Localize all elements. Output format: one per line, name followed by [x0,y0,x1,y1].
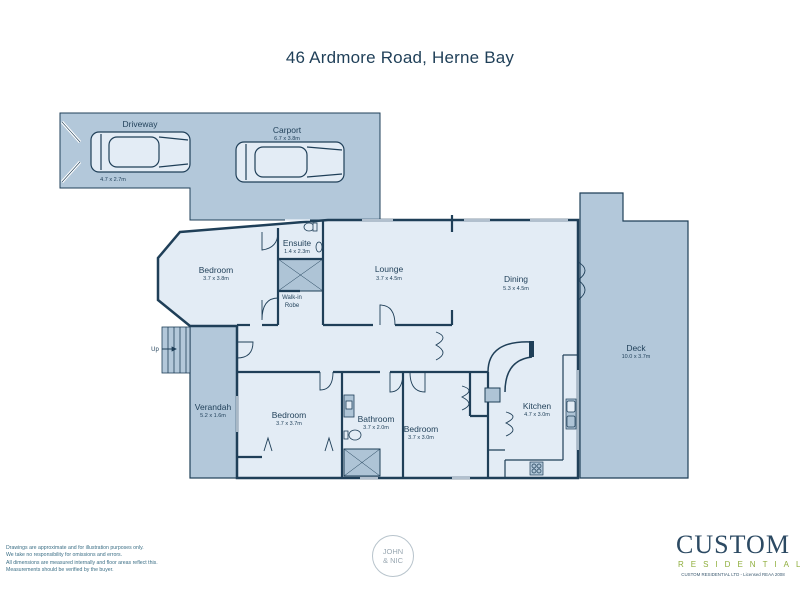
agent-badge-logo: JOHN & NIC [372,535,414,577]
kitchen-fridge [484,387,501,403]
toilet-icon [303,222,318,232]
room-label-ensuite: Ensuite 1.4 x 2.3m [283,238,312,255]
svg-text:Driveway: Driveway [123,119,159,129]
room-label-deck: Deck 10.0 x 3.7m [622,343,651,360]
stairs [161,326,191,374]
svg-text:Deck: Deck [626,343,646,353]
cooktop-icon [529,461,544,476]
svg-text:Lounge: Lounge [375,264,404,274]
svg-text:Dining: Dining [504,274,528,284]
svg-text:Ensuite: Ensuite [283,238,312,248]
svg-text:Robe: Robe [285,303,300,309]
brand-legal: CUSTOM RESIDENTIAL LTD - Licensed REAA 2… [681,572,785,577]
svg-text:Bedroom: Bedroom [272,410,307,420]
room-label-driveway: Driveway 4.7 x 2.7m [100,119,158,183]
svg-text:5.3 x 4.5m: 5.3 x 4.5m [503,286,529,292]
svg-text:3.7 x 2.0m: 3.7 x 2.0m [363,425,389,431]
disclaimer-line: Drawings are approximate and for illustr… [6,545,144,551]
basin-icon [343,394,355,418]
svg-text:3.7 x 3.8m: 3.7 x 3.8m [203,276,229,282]
brand-name: CUSTOM [676,530,790,559]
svg-text:Walk-in: Walk-in [282,295,302,301]
svg-text:4.7 x 2.7m: 4.7 x 2.7m [100,177,126,183]
page-title: 46 Ardmore Road, Herne Bay [285,48,515,67]
room-label-bathroom: Bathroom 3.7 x 2.0m [358,414,395,431]
room-label-kitchen: Kitchen 4.7 x 3.0m [523,401,552,418]
room-label-dining: Dining 5.3 x 4.5m [503,274,529,292]
svg-text:Kitchen: Kitchen [523,401,552,411]
disclaimer-line: Measurements should be verified by the b… [6,566,114,573]
verandah-area [189,325,238,479]
kitchen-sink-icon [565,398,577,430]
svg-text:Bathroom: Bathroom [358,414,395,424]
door-swings [236,231,586,452]
deck-area [579,192,689,479]
basin-icon [315,241,323,253]
car-icon [90,131,191,173]
svg-text:3.7 x 4.5m: 3.7 x 4.5m [376,276,402,282]
agent-badge-line1: JOHN [382,547,404,556]
svg-text:Bedroom: Bedroom [199,265,234,275]
agent-badge-line2: & NIC [382,556,403,565]
room-label-master-bedroom: Bedroom 3.7 x 3.8m [199,265,234,282]
svg-text:Bedroom: Bedroom [404,424,439,434]
toilet-icon [343,429,362,441]
windows [236,219,579,479]
svg-text:10.0 x 3.7m: 10.0 x 3.7m [622,354,651,360]
interior-walls [237,215,578,478]
car-icon [235,141,345,183]
svg-text:Carport: Carport [273,125,302,135]
kitchen-curve-wall [487,341,533,373]
svg-text:Verandah: Verandah [195,402,232,412]
svg-text:4.7 x 3.0m: 4.7 x 3.0m [524,412,550,418]
svg-text:3.7 x 3.0m: 3.7 x 3.0m [408,435,434,441]
svg-text:3.7 x 3.7m: 3.7 x 3.7m [276,421,302,427]
disclaimer: Drawings are approximate and for illustr… [6,545,158,574]
room-label-bedroom-3: Bedroom 3.7 x 3.0m [404,424,439,441]
disclaimer-line: All dimensions are measured internally a… [6,559,158,566]
brand-subtitle: RESIDENTIAL [678,560,800,569]
room-label-lounge: Lounge 3.7 x 4.5m [375,264,404,282]
svg-text:6.7 x 3.8m: 6.7 x 3.8m [274,136,300,142]
svg-text:5.2 x 1.6m: 5.2 x 1.6m [200,413,226,419]
room-label-verandah: Verandah 5.2 x 1.6m [195,402,232,419]
brand-logo: CUSTOM RESIDENTIAL CUSTOM RESIDENTIAL LT… [672,530,800,578]
room-label-bedroom-2: Bedroom 3.7 x 3.7m [272,410,307,427]
room-label-carport: Carport 6.7 x 3.8m [273,125,302,142]
svg-text:1.4 x 2.3m: 1.4 x 2.3m [284,249,310,255]
stairs-up-label: Up [151,347,159,353]
room-label-walk-in-robe: Walk-in Robe [282,295,302,309]
disclaimer-line: We take no responsibility for omissions … [6,552,123,559]
